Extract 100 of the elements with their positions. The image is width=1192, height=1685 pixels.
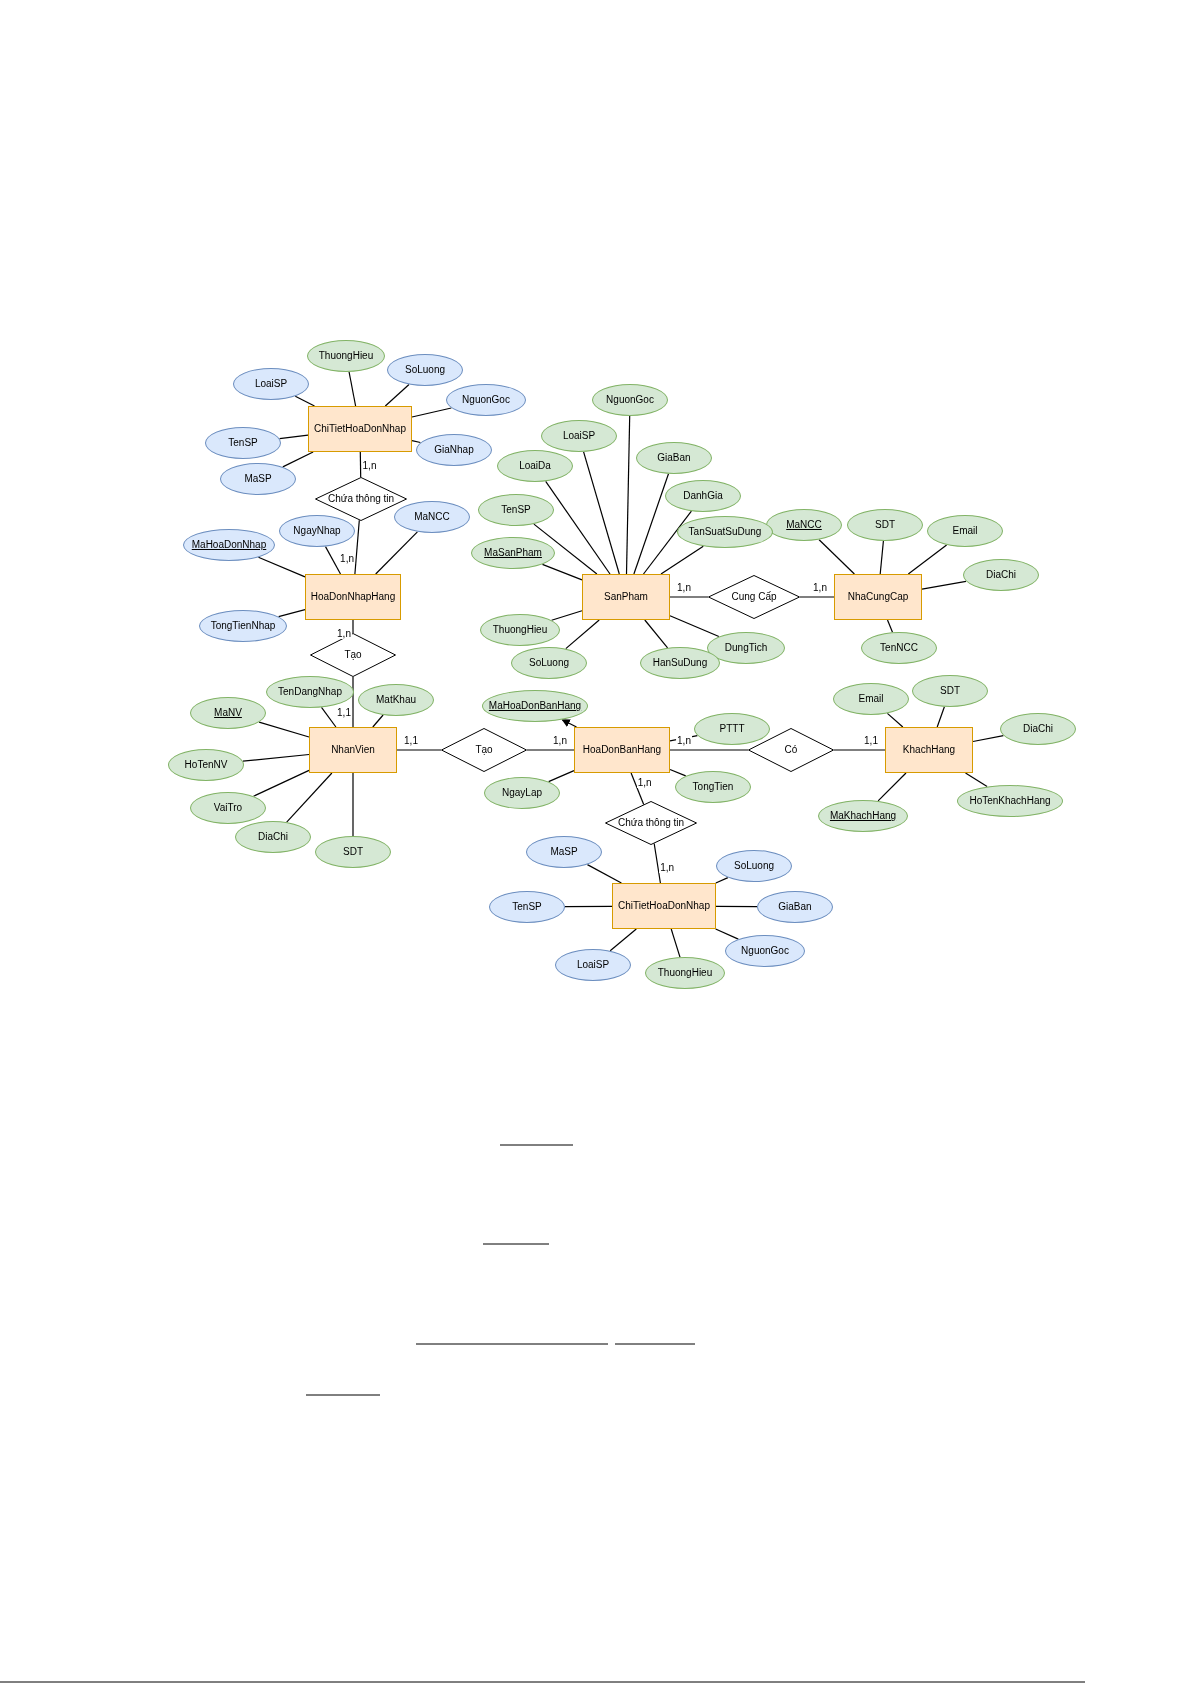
connector-line xyxy=(359,451,362,478)
connector-line xyxy=(561,719,578,728)
connector-line xyxy=(833,749,886,751)
connector-line xyxy=(411,407,452,418)
attribute-ellipse: GiaBan xyxy=(757,891,833,923)
key-attribute-ellipse: MaSanPham xyxy=(471,537,555,569)
attribute-ellipse: HanSuDung xyxy=(640,647,720,679)
connector-line xyxy=(669,615,720,638)
connector-line xyxy=(526,749,575,751)
cardinality-label: 1,n xyxy=(812,583,828,593)
key-attribute-ellipse: MaNCC xyxy=(766,509,842,541)
connector-line xyxy=(715,928,739,940)
connector-line xyxy=(545,480,611,575)
connector-line xyxy=(324,546,342,575)
connector-line xyxy=(372,714,384,728)
entity-box: SanPham xyxy=(582,574,670,620)
connector-line xyxy=(258,721,310,738)
connector-line xyxy=(282,451,314,468)
attribute-ellipse: SoLuong xyxy=(716,850,792,882)
attribute-ellipse: DungTich xyxy=(707,632,785,664)
entity-box: ChiTietHoaDonNhap xyxy=(612,883,716,929)
attribute-ellipse: VaiTro xyxy=(190,792,266,824)
connector-line xyxy=(644,619,669,649)
attribute-ellipse: LoaiSP xyxy=(541,420,617,452)
attribute-ellipse: MaSP xyxy=(220,463,296,495)
attribute-ellipse: MatKhau xyxy=(358,684,434,716)
connector-line xyxy=(252,769,310,797)
cardinality-label: 1,1 xyxy=(336,708,352,718)
attribute-ellipse: HoTenKhachHang xyxy=(957,785,1063,817)
attribute-ellipse: HoTenNV xyxy=(168,749,244,781)
connector-line xyxy=(548,770,575,783)
relationship-diamond: Cung Cấp xyxy=(708,575,800,619)
connector-line xyxy=(936,706,945,728)
attribute-ellipse: MaNCC xyxy=(394,501,470,533)
connector-line xyxy=(320,706,337,728)
attribute-ellipse: SDT xyxy=(912,675,988,707)
connector-line xyxy=(879,540,884,575)
attribute-ellipse: GiaNhap xyxy=(416,434,492,466)
connector-line xyxy=(818,539,855,575)
connector-line xyxy=(633,473,670,575)
entity-box: NhaCungCap xyxy=(834,574,922,620)
connector-line xyxy=(630,772,645,806)
connector-line xyxy=(551,610,583,621)
connector-line xyxy=(352,772,354,837)
cardinality-label: 1,n xyxy=(552,736,568,746)
attribute-ellipse: Email xyxy=(927,515,1003,547)
connector-line xyxy=(354,519,360,575)
attribute-ellipse: DiaChi xyxy=(235,821,311,853)
attribute-ellipse: TanSuatSuDung xyxy=(677,516,773,548)
attribute-ellipse: DiaChi xyxy=(1000,713,1076,745)
attribute-ellipse: MaSP xyxy=(526,836,602,868)
entity-box: ChiTietHoaDonNhap xyxy=(308,406,412,452)
attribute-ellipse: TenDangNhap xyxy=(266,676,354,708)
connector-line xyxy=(375,531,418,575)
connector-line xyxy=(877,772,907,802)
connector-line xyxy=(352,619,354,634)
cardinality-label: 1,n xyxy=(339,554,355,565)
connector-line xyxy=(669,596,709,598)
attribute-ellipse: SDT xyxy=(315,836,391,868)
attribute-ellipse: PTTT xyxy=(694,713,770,745)
connector-line xyxy=(669,749,749,751)
connector-line xyxy=(294,395,316,407)
attribute-ellipse: DanhGia xyxy=(665,480,741,512)
attribute-ellipse: LoaiSP xyxy=(233,368,309,400)
connector-line xyxy=(396,749,442,751)
connector-line xyxy=(564,905,613,908)
connector-line xyxy=(653,842,661,884)
relationship-diamond: Tạo xyxy=(441,728,527,772)
attribute-ellipse: TenNCC xyxy=(861,632,937,664)
key-attribute-ellipse: MaKhachHang xyxy=(818,800,908,832)
attribute-ellipse: NguonGoc xyxy=(592,384,668,416)
connector-line xyxy=(286,772,333,823)
attribute-ellipse: ThuongHieu xyxy=(645,957,725,989)
connector-line xyxy=(278,609,306,618)
cardinality-label: 1,1 xyxy=(863,736,879,746)
entity-box: KhachHang xyxy=(885,727,973,773)
attribute-ellipse: SoLuong xyxy=(387,354,463,386)
connector-line xyxy=(669,768,687,777)
attribute-ellipse: NgayLap xyxy=(484,777,560,809)
connector-line xyxy=(799,596,835,598)
cardinality-label: 1,n xyxy=(659,862,676,873)
connector-line xyxy=(886,619,894,633)
cardinality-label: 1,n xyxy=(676,736,692,746)
connector-line xyxy=(583,451,620,575)
attribute-ellipse: TenSP xyxy=(478,494,554,526)
cardinality-label: 1,n xyxy=(676,583,692,593)
connector-line xyxy=(541,563,583,581)
attribute-ellipse: NgayNhap xyxy=(279,515,355,547)
entity-box: NhanVien xyxy=(309,727,397,773)
connector-line xyxy=(586,864,622,884)
connector-line xyxy=(625,415,631,575)
key-attribute-ellipse: MaNV xyxy=(190,697,266,729)
attribute-ellipse: TongTien xyxy=(675,771,751,803)
attribute-ellipse: SoLuong xyxy=(511,647,587,679)
relationship-diamond: Chứa thông tin xyxy=(605,801,697,845)
entity-box: HoaDonBanHang xyxy=(574,727,670,773)
attribute-ellipse: DiaChi xyxy=(963,559,1039,591)
connector-line xyxy=(257,556,306,578)
attribute-ellipse: TenSP xyxy=(489,891,565,923)
relationship-diamond: Có xyxy=(748,728,834,772)
